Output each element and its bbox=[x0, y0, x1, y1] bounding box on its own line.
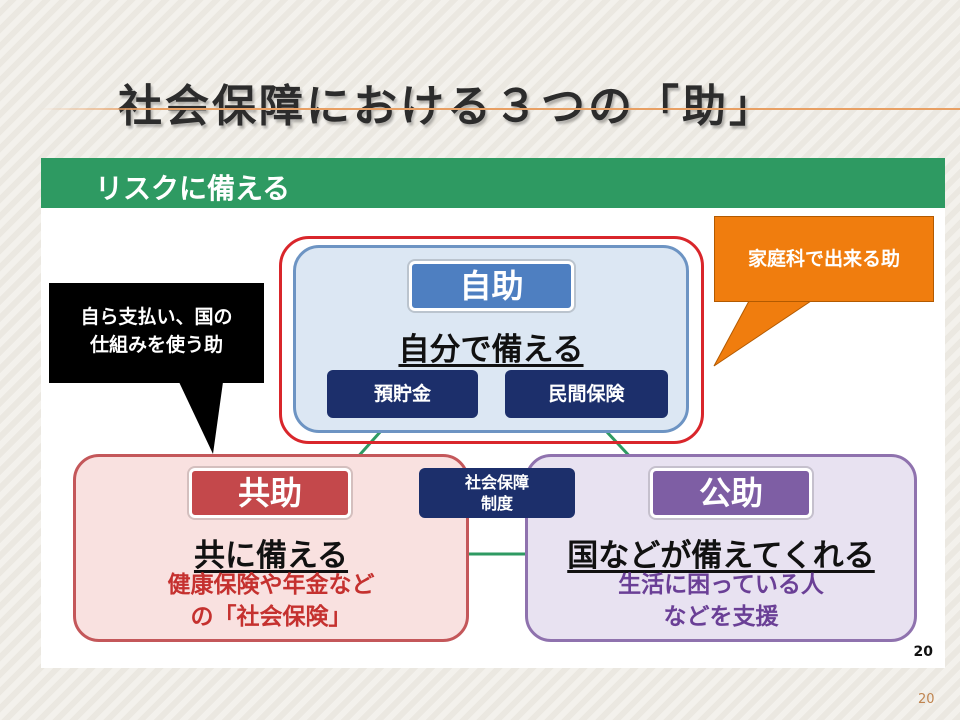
orange-callout: 家庭科で出来る助 bbox=[714, 216, 934, 302]
black-callout-tail bbox=[179, 382, 223, 454]
jijo-item-private-insurance: 民間保険 bbox=[505, 370, 668, 418]
slide-title: 社会保障における３つの「助」 bbox=[118, 81, 776, 132]
kyojo-description-line: 健康保険や年金など bbox=[167, 572, 375, 598]
center-badge-line: 社会保障 bbox=[464, 473, 529, 492]
black-callout-line: 仕組みを使う助 bbox=[89, 334, 223, 356]
jijo-highlight-frame bbox=[279, 236, 704, 444]
panel-header: リスクに備える bbox=[41, 158, 945, 208]
social-security-system-badge: 社会保障 制度 bbox=[419, 468, 575, 518]
black-callout-line: 自ら支払い、国の bbox=[80, 306, 233, 328]
kojo-label: 公助 bbox=[650, 468, 812, 518]
kyojo-heading: 共に備える bbox=[193, 538, 349, 574]
kojo-description: 生活に困っている人 などを支援 bbox=[525, 569, 917, 633]
kyojo-description-line: の「社会保険」 bbox=[190, 604, 352, 630]
kyojo-box bbox=[73, 454, 469, 642]
center-badge-line: 制度 bbox=[480, 494, 513, 513]
jijo-heading: 自分で備える bbox=[398, 332, 584, 368]
jijo-label: 自助 bbox=[409, 261, 574, 311]
kojo-heading: 国などが備えてくれる bbox=[567, 538, 875, 574]
black-callout: 自ら支払い、国の 仕組みを使う助 bbox=[49, 283, 264, 383]
kojo-description-line: 生活に困っている人 bbox=[618, 572, 824, 598]
orange-callout-tail bbox=[713, 300, 813, 367]
panel-header-text: リスクに備える bbox=[95, 172, 291, 205]
kojo-description-line: などを支援 bbox=[663, 604, 779, 630]
content-panel: リスクに備える 自助 自分で備える 預貯金 民間保険 共助 共に備える 健康保険… bbox=[41, 158, 945, 668]
panel-page-number: 20 bbox=[913, 644, 933, 660]
title-underline bbox=[40, 108, 960, 110]
kyojo-description: 健康保険や年金など の「社会保険」 bbox=[73, 569, 469, 633]
slide-number: 20 bbox=[918, 692, 935, 707]
jijo-item-savings: 預貯金 bbox=[327, 370, 478, 418]
kyojo-label: 共助 bbox=[189, 468, 351, 518]
